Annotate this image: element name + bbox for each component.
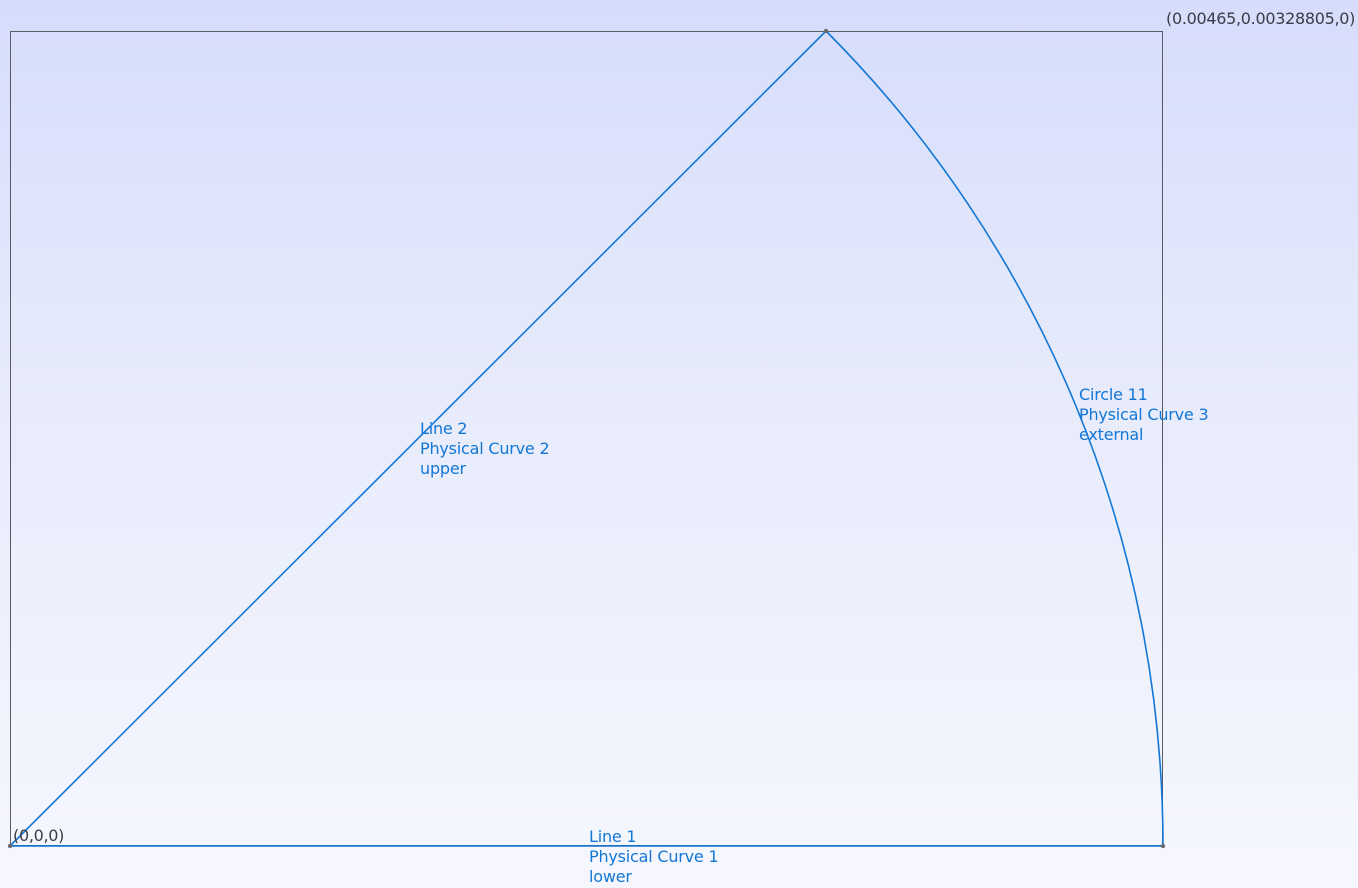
curve-label-circle-11: Circle 11 Physical Curve 3 external bbox=[1079, 385, 1209, 445]
curve-line-2[interactable] bbox=[9, 30, 827, 847]
curve-physical: Physical Curve 3 bbox=[1079, 405, 1209, 424]
curve-name: Line 1 bbox=[589, 827, 637, 846]
point-top[interactable] bbox=[823, 28, 829, 34]
curve-label-line-2: Line 2 Physical Curve 2 upper bbox=[420, 419, 550, 479]
curve-name: Circle 11 bbox=[1079, 385, 1148, 404]
point-right[interactable] bbox=[1160, 843, 1166, 849]
point-origin[interactable] bbox=[7, 843, 13, 849]
curve-name: Line 2 bbox=[420, 419, 468, 438]
bbox-max-label: (0.00465,0.00328805,0) bbox=[1166, 9, 1356, 28]
curve-physical: Physical Curve 1 bbox=[589, 847, 719, 866]
bbox-min-label: (0,0,0) bbox=[13, 826, 65, 845]
curve-physical: Physical Curve 2 bbox=[420, 439, 550, 458]
curve-label-line-1: Line 1 Physical Curve 1 lower bbox=[589, 827, 719, 887]
curve-tag: external bbox=[1079, 425, 1144, 444]
curve-tag: upper bbox=[420, 459, 466, 478]
curve-circle-11[interactable] bbox=[825, 30, 1164, 847]
curve-tag: lower bbox=[589, 867, 632, 886]
